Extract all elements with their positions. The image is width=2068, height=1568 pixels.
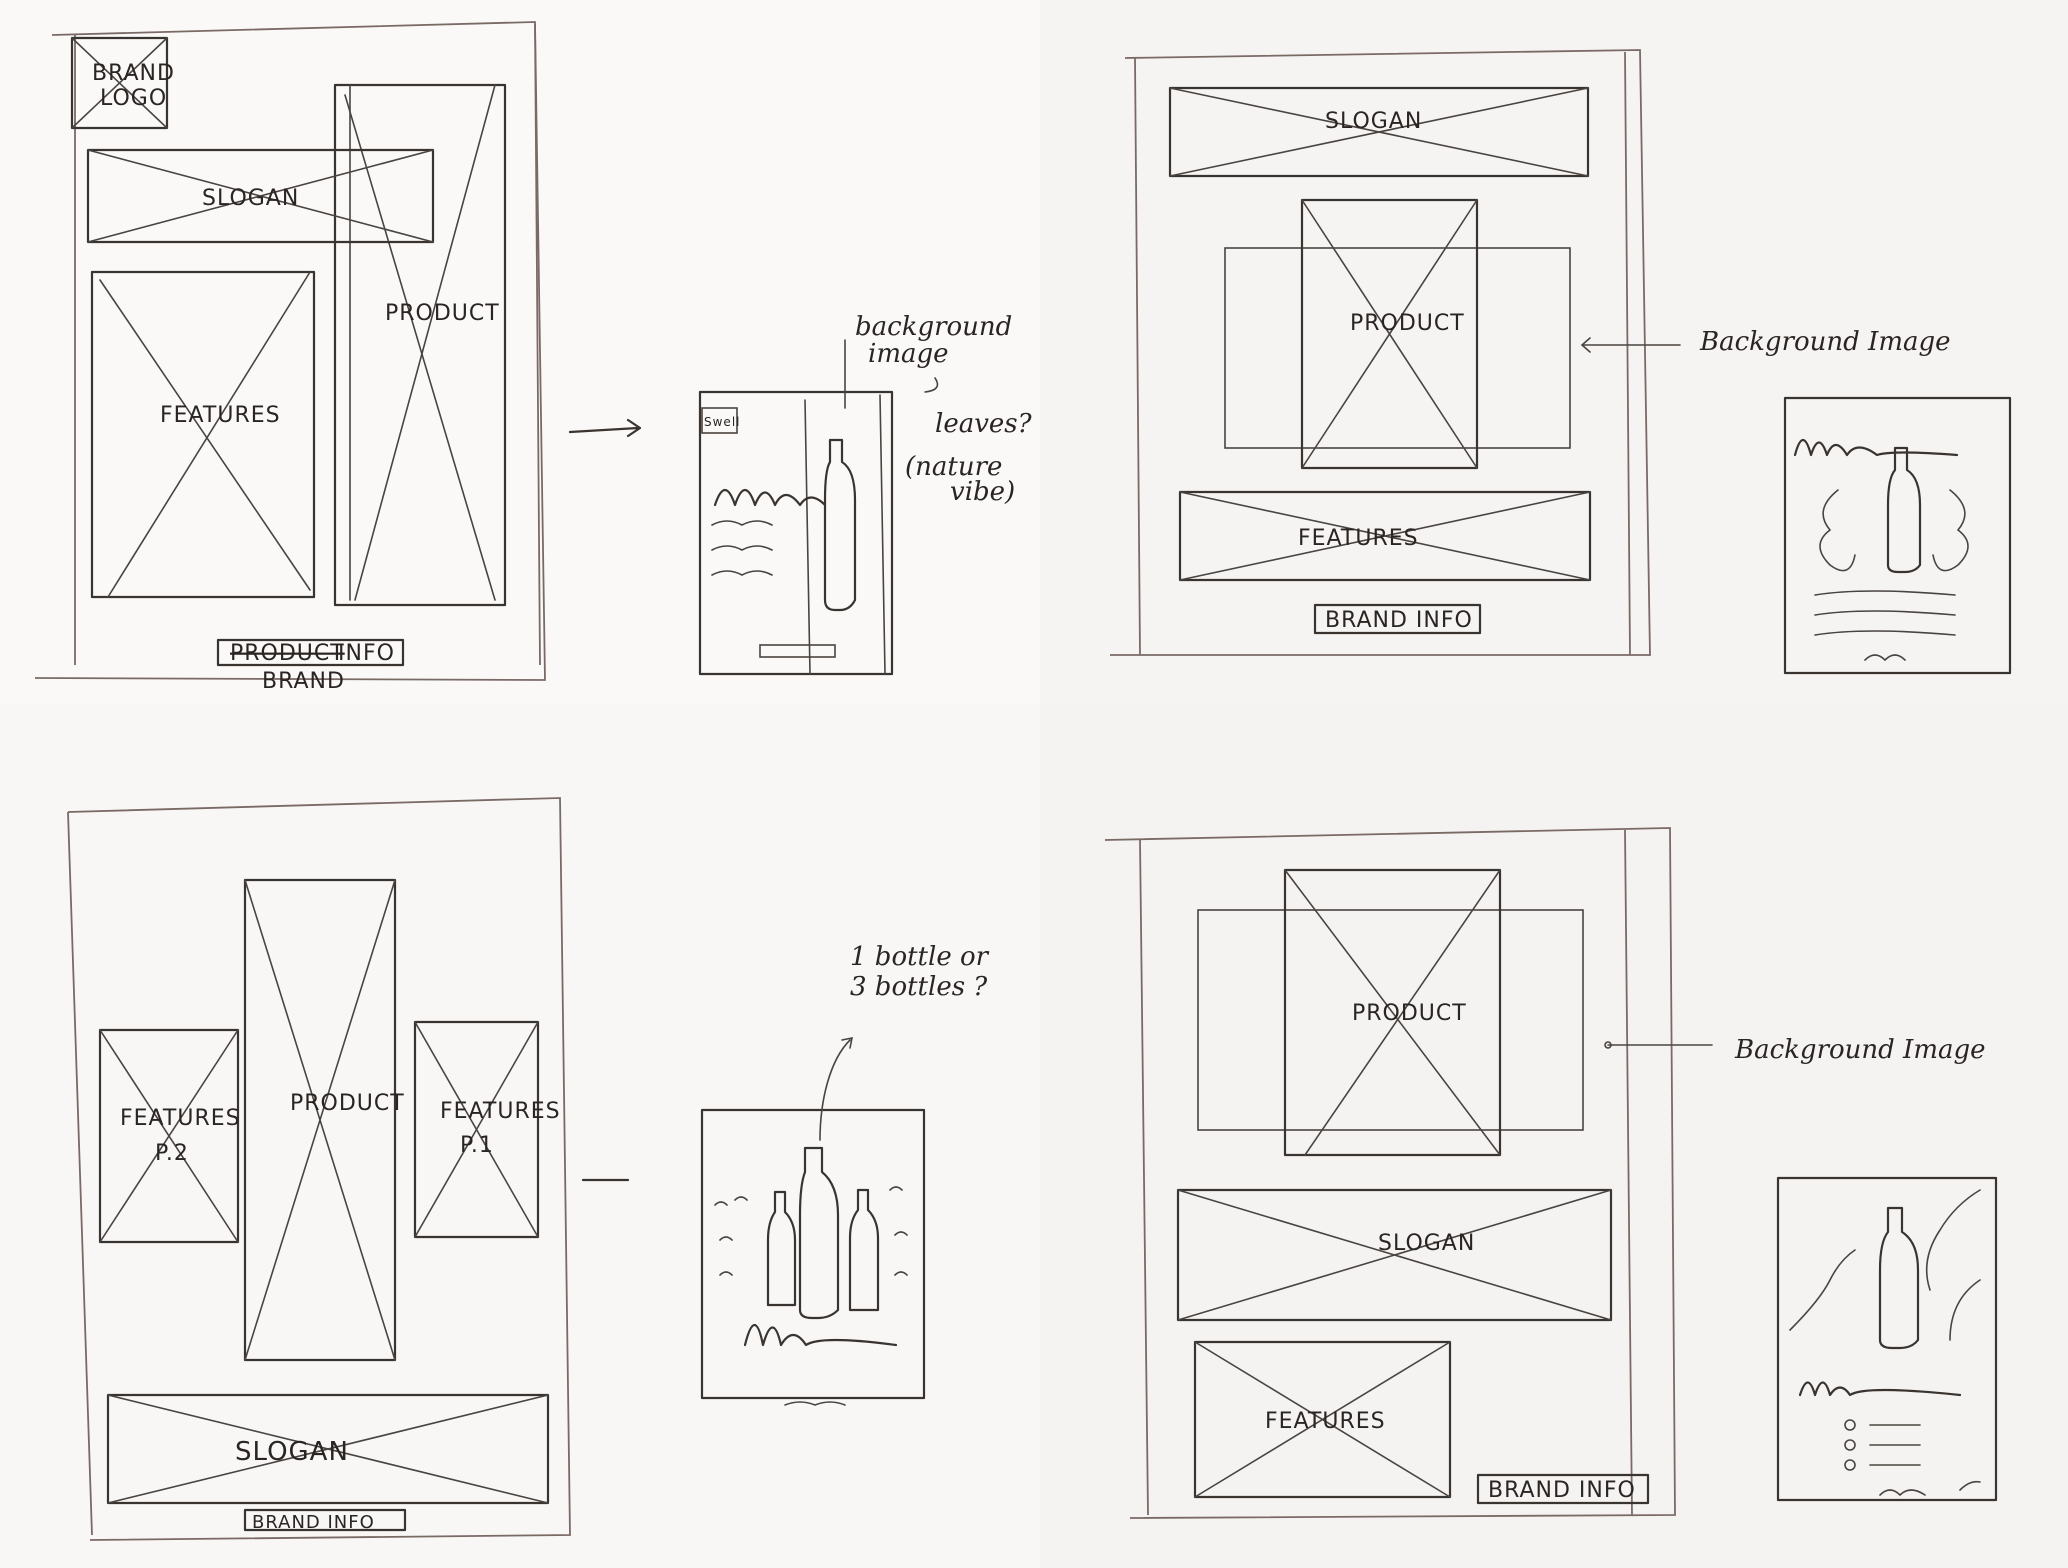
sketch-4: PRODUCT SLOGAN FEATURES BRAND INFO Backg… (1105, 828, 1996, 1518)
slogan-box-3: SLOGAN (108, 1395, 548, 1503)
bottle-icon-4 (1880, 1208, 1918, 1348)
product-box-4: PRODUCT (1198, 870, 1583, 1155)
mini-bullet-lines-4 (1870, 1425, 1920, 1465)
bottle-icon-2 (1888, 448, 1920, 572)
slogan-box-2: SLOGAN (1170, 88, 1588, 176)
sketch-2: SLOGAN PRODUCT FEATURES BRAND INFO Backg… (1110, 50, 2010, 673)
bullet-icon (1845, 1420, 1855, 1430)
info-label: INFO (338, 641, 395, 666)
slogan-label-4: SLOGAN (1378, 1231, 1475, 1256)
mini-footer-scribble-3 (785, 1402, 845, 1405)
mini-headline-scribble-2 (1795, 440, 1957, 455)
mini-slogan-scribble-4 (1800, 1383, 1960, 1396)
brand-info-box-2: BRAND INFO (1315, 605, 1480, 633)
slogan-box: SLOGAN (88, 150, 433, 242)
bullet-icon (1845, 1440, 1855, 1450)
product-box-3: PRODUCT (245, 880, 405, 1360)
arrow-right-1 (570, 420, 640, 436)
mini-slogan-scribble-3 (745, 1325, 896, 1345)
note-background: background (855, 312, 1012, 342)
note-background-image-2: Background Image (1699, 327, 1951, 357)
features-p1-box: FEATURES P.1 (415, 1022, 561, 1237)
features-p2-label-2: P.2 (155, 1141, 189, 1166)
product-label: PRODUCT (385, 301, 500, 326)
slogan-label-2: SLOGAN (1325, 109, 1422, 134)
bottle-icon (825, 440, 855, 610)
brand-info-label-2: BRAND INFO (1325, 608, 1473, 633)
note-image: image (868, 339, 949, 369)
features-box-2: FEATURES (1180, 492, 1590, 580)
note-hook-arrow (925, 378, 937, 392)
brand-logo-box: BRAND LOGO (72, 38, 175, 128)
product-box-2: PRODUCT (1225, 200, 1570, 468)
product-box: PRODUCT (335, 85, 505, 605)
mini-text-lines-2 (1815, 591, 1955, 635)
features-box-4: FEATURES (1195, 1342, 1450, 1497)
product-label-3: PRODUCT (290, 1091, 405, 1116)
note-arrow-3 (820, 1038, 852, 1140)
mini-sketch-2 (1785, 398, 2010, 673)
sketch-3: FEATURES P.2 PRODUCT FEATURES P.1 SLOGAN… (68, 798, 990, 1540)
bottle-icon-3-center (800, 1148, 838, 1318)
brand-logo-label-1: BRAND (92, 61, 175, 86)
brand-below-label: BRAND (262, 669, 345, 694)
mini-sketch-1: Swell (700, 392, 892, 674)
product-label-4: PRODUCT (1352, 1001, 1467, 1026)
features-p1-label-2: P.1 (460, 1133, 494, 1158)
mini-footer-scribble-2 (1865, 655, 1905, 660)
note-background-image-4: Background Image (1734, 1035, 1986, 1065)
slogan-label-3: SLOGAN (235, 1437, 349, 1467)
bullet-icon (1845, 1460, 1855, 1470)
sketch-3-page-frame (68, 798, 570, 1540)
mini-sketch-3 (702, 1110, 924, 1405)
features-p2-box: FEATURES P.2 (100, 1030, 241, 1242)
mini-footer-scribble-4 (1880, 1482, 1980, 1495)
brand-info-label-3: BRAND INFO (252, 1512, 375, 1533)
features-box: FEATURES (92, 272, 314, 597)
sketch-2-page-frame (1110, 50, 1650, 655)
brand-info-box: PRODUCT INFO BRAND (218, 640, 403, 694)
note-leaves: leaves? (935, 409, 1033, 439)
note-nature-2: vibe) (950, 477, 1015, 507)
features-label: FEATURES (160, 403, 281, 428)
bottle-icon-3-right (850, 1190, 878, 1310)
mini-text-scribbles (712, 521, 772, 575)
brand-info-label-4: BRAND INFO (1488, 1478, 1636, 1503)
note-bottles-2: 3 bottles ? (850, 972, 988, 1002)
slogan-box-4: SLOGAN (1178, 1190, 1611, 1320)
note-arrow-2 (1582, 338, 1680, 352)
bottle-icon-3-left (768, 1192, 795, 1305)
features-label-4: FEATURES (1265, 1409, 1386, 1434)
features-p1-label-1: FEATURES (440, 1099, 561, 1124)
struck-product-label: PRODUCT (230, 641, 345, 666)
slogan-label: SLOGAN (202, 186, 299, 211)
mini-leaves-scribble (1820, 490, 1968, 571)
sketch-1-page-frame (35, 22, 545, 680)
product-label-2: PRODUCT (1350, 311, 1465, 336)
note-bottles-1: 1 bottle or (850, 942, 990, 972)
brand-info-box-3: BRAND INFO (245, 1510, 405, 1533)
brand-info-box-4: BRAND INFO (1478, 1475, 1648, 1503)
features-p2-label-1: FEATURES (120, 1106, 241, 1131)
mini-logo-label: Swell (704, 415, 740, 429)
mini-sketch-4 (1778, 1178, 1996, 1500)
features-label-2: FEATURES (1298, 526, 1419, 551)
mini-leaves-scribble-4 (1790, 1190, 1980, 1340)
mini-headline-scribble (715, 490, 825, 505)
sketch-1: BRAND LOGO PRODUCT SLOGAN FEATURES (35, 22, 1033, 694)
sketch-4-page-frame (1105, 828, 1675, 1518)
brand-logo-label-2: LOGO (100, 86, 167, 111)
